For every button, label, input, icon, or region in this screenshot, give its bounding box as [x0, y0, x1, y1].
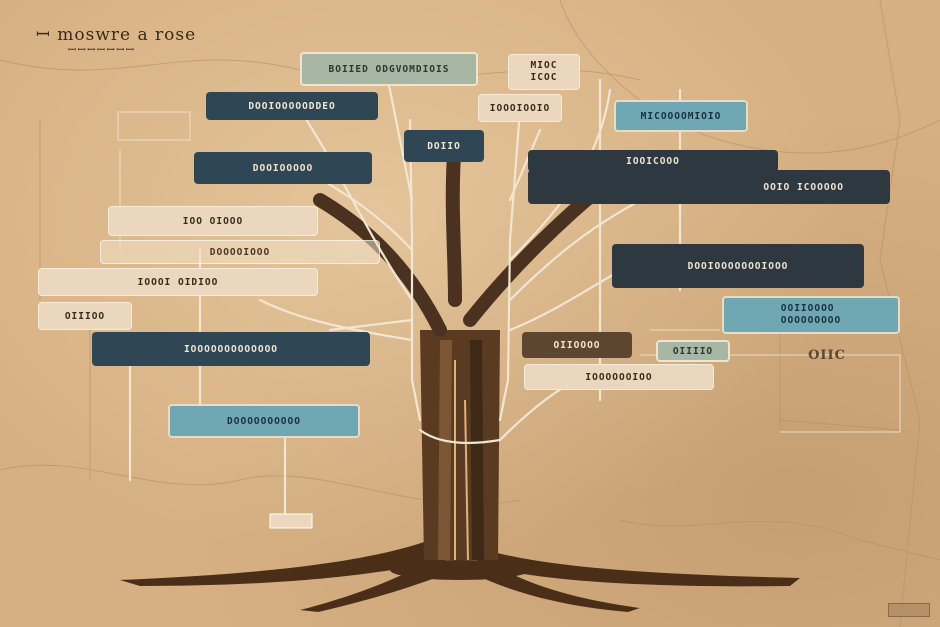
node-mid-navy-small: DOIIO: [404, 130, 484, 162]
node-left-teal: DOOOOOOOOOO: [168, 404, 360, 438]
page-subtitle: ꟷꟷꟷꟷꟷꟷꟷ: [68, 45, 136, 56]
node-left-navy-1: DOOIOOOOODDEO: [206, 92, 378, 120]
node-right-sage: OIIIIO: [656, 340, 730, 362]
node-left-cream-3: OIIIOO: [38, 302, 132, 330]
node-right-stamp-text: OIIC: [808, 347, 846, 363]
bottom-tag: [269, 513, 313, 529]
node-left-navy-3: IOOOOOOOOOOOOO: [92, 332, 370, 366]
node-left-cream-2: IOOOI OIDIOO: [38, 268, 318, 296]
node-mid-cream-1: IOOOIOOIO: [478, 94, 562, 122]
node-right-dark-label: IOOICOOO: [528, 150, 778, 172]
trunk-highlights: [454, 360, 469, 561]
node-mid-brown: OIIOOOO: [522, 332, 632, 358]
node-right-teal-2: OOIIOOOO OOOOOOOOO: [722, 296, 900, 334]
node-left-navy-2: DOOIOOOOO: [194, 152, 372, 184]
node-right-dark-band: OOIO ICOOOOO: [528, 170, 890, 204]
node-left-cream-1: IOO OIOOO: [108, 206, 318, 236]
node-mid-cream-2: IOOOOOOIOO: [524, 364, 714, 390]
tree-trunk: [420, 330, 500, 560]
node-top-center: BOIIED ODGVOMDIOIS: [300, 52, 478, 86]
node-left-grey-1: DOOOOIOOO: [100, 240, 380, 264]
node-right-dark-2: DOOIOOOOOOOIOOO: [612, 244, 864, 288]
page-title: ꟷ moswre a rose: [36, 25, 197, 45]
node-top-right-small: MIOC ICOC: [508, 54, 580, 90]
tree-roots: [120, 540, 800, 612]
corner-stamp: [888, 603, 930, 617]
node-right-teal-1: MICOOOOMIOIO: [614, 100, 748, 132]
